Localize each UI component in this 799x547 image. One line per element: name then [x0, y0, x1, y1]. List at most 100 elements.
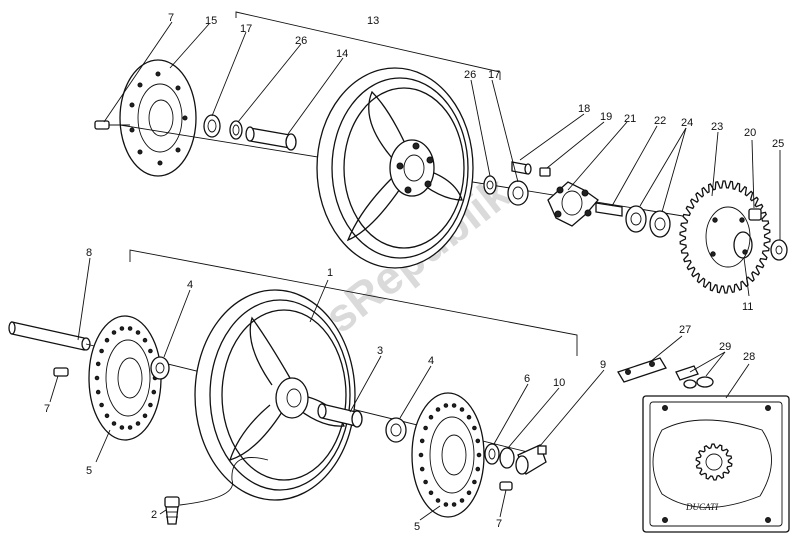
front-axle	[8, 321, 91, 351]
callout-8: 8	[86, 247, 92, 259]
disc-hole	[111, 421, 117, 426]
callout-4-left: 4	[187, 279, 193, 291]
sprocket-nut	[748, 208, 762, 221]
disc-hole	[443, 502, 449, 507]
disc-screw-top	[94, 120, 130, 130]
disc-hole	[451, 403, 457, 408]
sprocket-flange	[547, 181, 599, 227]
callout-5-right: 5	[414, 521, 420, 533]
front-left-brake-disc	[88, 315, 162, 441]
callout-20: 20	[744, 127, 756, 139]
disc-hole	[459, 498, 465, 503]
disc-screw-bottom	[499, 481, 513, 491]
callout-10: 10	[553, 377, 565, 389]
callout-19: 19	[600, 111, 612, 123]
disc-hole	[423, 479, 428, 485]
disc-hole	[472, 479, 477, 485]
callout-7-top: 7	[168, 12, 174, 24]
disc-hole	[127, 326, 133, 331]
front-spacer	[317, 403, 363, 428]
front-right-bearing	[385, 417, 407, 443]
callout-26-right: 26	[464, 69, 476, 81]
disc-hole	[435, 407, 441, 412]
rear-left-bearing	[203, 114, 221, 138]
leader-lines	[49, 21, 781, 521]
callout-3: 3	[377, 345, 383, 357]
disc-hole	[475, 466, 481, 472]
flange-bearing-b	[649, 210, 671, 238]
callout-15: 15	[205, 15, 217, 27]
speedometer-drive	[499, 447, 515, 469]
front-wheel	[194, 289, 356, 501]
rear-brake-disc	[119, 59, 197, 177]
front-right-seal	[484, 443, 500, 465]
disc-hole	[475, 438, 481, 444]
rear-right-bearing	[507, 180, 529, 206]
disc-hole	[435, 498, 441, 503]
disc-hole	[472, 425, 477, 431]
rear-spacer	[245, 126, 297, 151]
callout-22: 22	[654, 115, 666, 127]
disc-hole	[99, 402, 104, 408]
disc-hole	[135, 421, 141, 426]
sprocket-circlip	[733, 231, 753, 259]
disc-hole	[459, 407, 465, 412]
plate-logo-text: DUCATI	[685, 502, 719, 512]
flange-spacer	[595, 202, 623, 217]
disc-hole	[104, 413, 110, 419]
disc-hole	[99, 348, 104, 354]
disc-hole	[148, 402, 153, 408]
speedometer-sensor	[515, 444, 547, 475]
flange-nut	[539, 167, 551, 177]
flange-bearing-a	[625, 205, 647, 233]
disc-hole	[466, 490, 472, 496]
rear-left-seal	[229, 120, 243, 140]
disc-hole	[95, 361, 101, 367]
callout-5-left: 5	[86, 465, 92, 477]
disc-hole	[119, 326, 125, 331]
chain-guard-plate: DUCATI	[642, 395, 790, 533]
disc-hole	[151, 389, 157, 395]
flange-stud	[511, 161, 532, 175]
front-left-bearing	[150, 356, 170, 380]
callout-2: 2	[151, 509, 157, 521]
disc-hole	[418, 452, 424, 458]
disc-hole	[104, 337, 110, 343]
callout-7-left: 7	[44, 403, 50, 415]
callout-13: 13	[367, 15, 379, 27]
disc-hole	[423, 425, 428, 431]
callout-26-left: 26	[295, 35, 307, 47]
callout-7-bottom: 7	[496, 518, 502, 530]
chain-master-link	[675, 365, 714, 389]
callout-18: 18	[578, 103, 590, 115]
disc-hole	[142, 413, 148, 419]
callout-23: 23	[711, 121, 723, 133]
rear-wheel	[316, 67, 474, 269]
disc-hole	[443, 403, 449, 408]
bracket-1	[129, 249, 578, 356]
disc-hole	[142, 337, 148, 343]
callout-28: 28	[743, 351, 755, 363]
callout-14: 14	[336, 48, 348, 60]
disc-hole	[94, 375, 100, 381]
disc-hole	[466, 414, 472, 420]
disc-hole	[148, 348, 153, 354]
callout-17-right: 17	[488, 69, 500, 81]
disc-hole	[119, 425, 125, 430]
disc-hole	[451, 502, 457, 507]
callout-25: 25	[772, 138, 784, 150]
disc-hole	[428, 490, 434, 496]
callout-11: 11	[742, 301, 753, 313]
disc-hole	[135, 330, 141, 335]
tire-valve	[164, 457, 269, 525]
callout-9: 9	[600, 359, 606, 371]
disc-hole	[476, 452, 482, 458]
callout-numbers: 7 15 17 26 14 13 26 17 18 19 21 22 24 23…	[44, 12, 784, 533]
disc-hole	[419, 466, 425, 472]
callout-24: 24	[681, 117, 693, 129]
disc-hole	[111, 330, 117, 335]
chain-link	[617, 357, 667, 383]
callout-17-left: 17	[240, 23, 252, 35]
callout-27: 27	[679, 324, 691, 336]
